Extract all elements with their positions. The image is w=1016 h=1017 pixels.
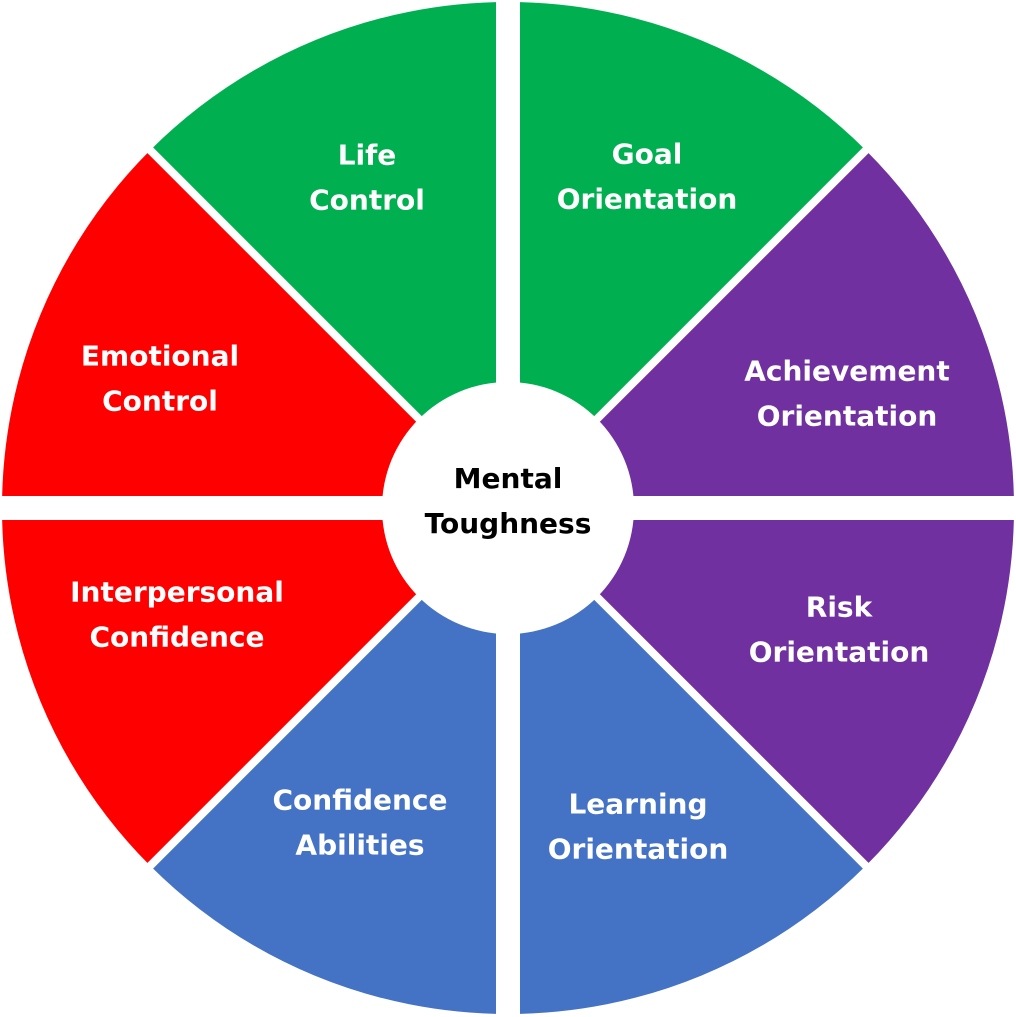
segment-emotional-control — [150, 2, 508, 508]
segment-label-achievement-orientation-line2: Orientation — [757, 400, 938, 433]
segment-label-goal-orientation-line2: Orientation — [557, 183, 738, 216]
segment-label-achievement-orientation-line1: Achievement — [744, 355, 950, 388]
segment-label-life-control-line2: Control — [309, 184, 425, 217]
segment-label-emotional-control-line1: Emotional — [81, 340, 239, 373]
segment-life-control — [508, 2, 866, 508]
center-label-line2: Toughness — [425, 507, 592, 540]
segment-label-life-control-line1: Life — [338, 139, 397, 172]
segment-label-confidence-abilities-line2: Abilities — [295, 829, 424, 862]
segment-label-risk-orientation-line2: Orientation — [749, 636, 930, 669]
segment-label-interpersonal-confidence-line1: Interpersonal — [70, 576, 284, 609]
segment-goal-orientation — [508, 150, 1014, 508]
segment-label-confidence-abilities-line1: Confidence — [272, 784, 447, 817]
segment-label-goal-orientation-line1: Goal — [612, 138, 683, 171]
segment-confidence-abilities — [2, 508, 508, 866]
segment-learning-orientation — [150, 508, 508, 1014]
labels-layer: LifeControlGoalOrientationAchievementOri… — [70, 138, 950, 866]
segment-label-interpersonal-confidence-line2: Confidence — [89, 621, 264, 654]
segment-label-emotional-control-line2: Control — [102, 385, 218, 418]
segment-label-risk-orientation-line1: Risk — [806, 591, 874, 624]
segment-interpersonal-confidence — [2, 150, 508, 508]
center-label-line1: Mental — [454, 462, 563, 495]
segment-label-learning-orientation-line2: Orientation — [548, 833, 729, 866]
segment-label-learning-orientation-line1: Learning — [568, 788, 707, 821]
segment-risk-orientation — [508, 508, 866, 1014]
segment-achievement-orientation — [508, 508, 1014, 866]
center-circle — [382, 382, 634, 634]
